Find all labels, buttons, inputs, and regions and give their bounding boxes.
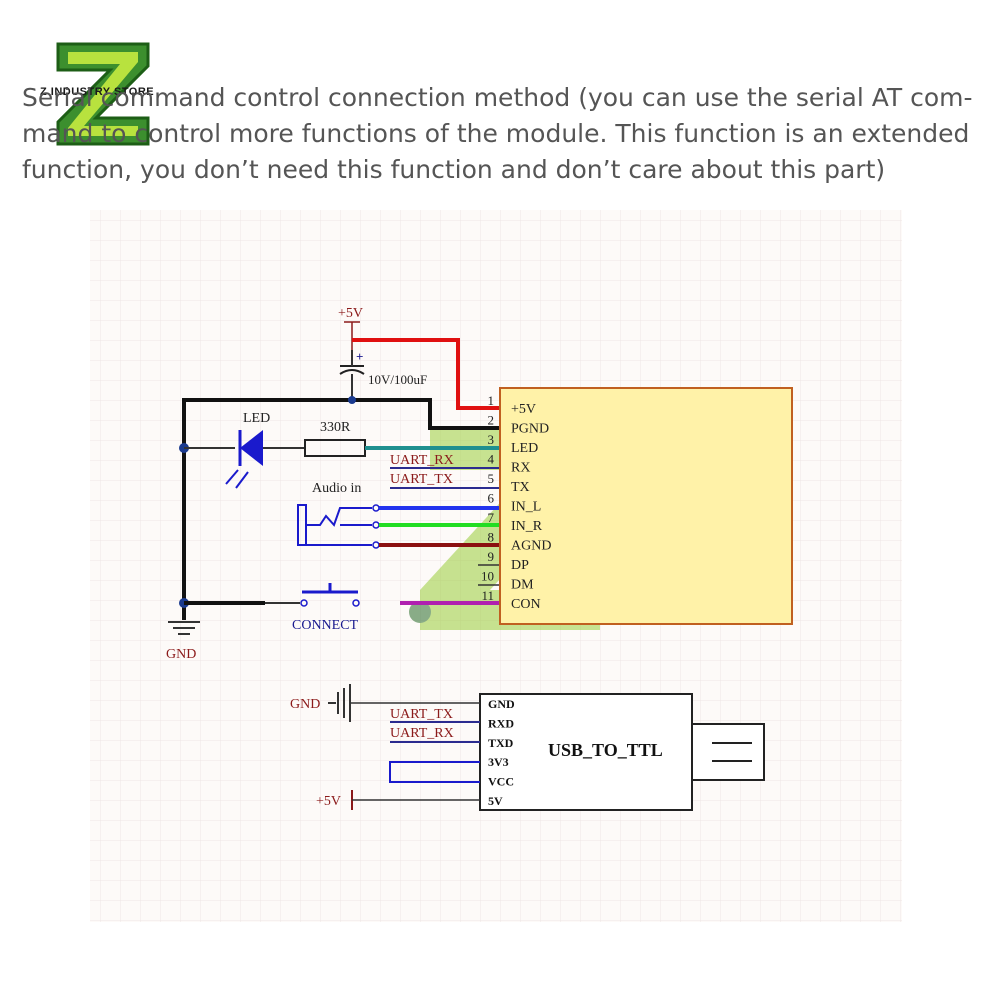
connect-label: CONNECT bbox=[292, 618, 359, 633]
power-wire bbox=[352, 338, 500, 410]
module-pin-name: RX bbox=[511, 461, 530, 476]
module-pin-number: 9 bbox=[488, 549, 495, 564]
audio-in-label: Audio in bbox=[312, 481, 361, 496]
net-uart-tx: UART_TX bbox=[390, 472, 453, 487]
power-label: +5V bbox=[338, 306, 363, 321]
module-pin-number: 8 bbox=[488, 530, 495, 545]
module-pin-name: TX bbox=[511, 480, 530, 495]
module-pin-number: 3 bbox=[488, 432, 495, 447]
module-pin-number: 2 bbox=[488, 413, 495, 428]
ground-wire bbox=[182, 398, 500, 620]
caption-text: Serial command control connection method… bbox=[22, 80, 973, 188]
module-pin-number: 7 bbox=[488, 510, 495, 525]
module-pin-number: 10 bbox=[481, 569, 494, 584]
logo-text: Z INDUSTRY STORE bbox=[40, 86, 155, 98]
module-pin-name: +5V bbox=[511, 402, 536, 417]
module-pin-name: DP bbox=[511, 558, 529, 573]
module-pin-name: LED bbox=[511, 441, 538, 456]
capacitor-label: 10V/100uF bbox=[368, 372, 427, 387]
module-block bbox=[499, 387, 793, 625]
module-pin-name: PGND bbox=[511, 422, 549, 437]
usb-pin-name: GND bbox=[488, 697, 515, 711]
connect-button: CONNECT bbox=[265, 583, 360, 633]
module-pin-number: 6 bbox=[488, 491, 495, 506]
usb-net-tx: UART_RX bbox=[390, 726, 454, 741]
module-pin-name: AGND bbox=[511, 539, 551, 554]
module-pin-number: 5 bbox=[488, 471, 495, 486]
capacitor: + 10V/100uF bbox=[339, 349, 427, 400]
usb-pin-name: 3V3 bbox=[488, 755, 509, 769]
resistor-label: 330R bbox=[320, 420, 351, 435]
usb-pin-name: VCC bbox=[488, 775, 514, 789]
usb-ttl-title: USB_TO_TTL bbox=[548, 740, 663, 760]
usb-pin-name: RXD bbox=[488, 716, 514, 730]
audio-jack: Audio in bbox=[297, 481, 380, 549]
ground-symbol: GND bbox=[166, 621, 200, 662]
module-pin-name: IN_L bbox=[511, 500, 541, 515]
net-uart-rx: UART_RX bbox=[390, 453, 454, 468]
usb-pin-name: 5V bbox=[488, 794, 503, 808]
caption-line: mand to control more functions of the mo… bbox=[22, 119, 970, 148]
led-component: LED bbox=[225, 411, 305, 489]
caption-line: Serial command control connection method… bbox=[22, 83, 973, 112]
caption-line: function, you don’t need this function a… bbox=[22, 155, 886, 184]
usb-power-label: +5V bbox=[316, 794, 341, 809]
module-pin-number: 11 bbox=[481, 588, 494, 603]
module-pin-name: CON bbox=[511, 597, 541, 612]
capacitor-polarity: + bbox=[356, 349, 363, 364]
module-pin-number: 1 bbox=[488, 393, 495, 408]
gnd-label: GND bbox=[166, 647, 196, 662]
module-pin-number: 4 bbox=[488, 452, 495, 467]
usb-net-rx: UART_TX bbox=[390, 707, 453, 722]
usb-pin-name: TXD bbox=[488, 736, 514, 750]
module-pin-name: IN_R bbox=[511, 519, 543, 534]
wiring-schematic: +5V + 10V/100uF LED 330R UART_RX UART_TX… bbox=[90, 210, 902, 922]
module-pin-name: DM bbox=[511, 578, 534, 593]
led-label: LED bbox=[243, 411, 270, 426]
z-logo-icon bbox=[56, 42, 150, 146]
usb-gnd-label: GND bbox=[290, 697, 320, 712]
